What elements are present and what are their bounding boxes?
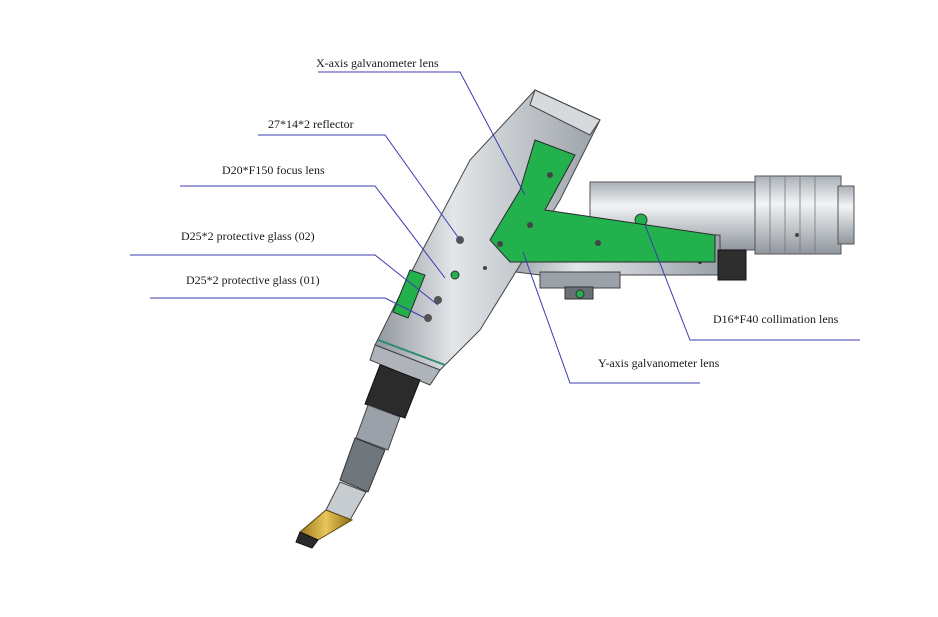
- leader-x-axis-galvo: [318, 71, 526, 196]
- nozzle-assembly: [295, 364, 421, 549]
- label-reflector: 27*14*2 reflector: [268, 117, 354, 131]
- label-x-axis-galvanometer-lens: X-axis galvanometer lens: [316, 56, 439, 70]
- leader-focus-lens: [180, 185, 446, 279]
- leader-protective-glass-02: [130, 254, 439, 306]
- leader-reflector: [258, 134, 461, 241]
- leader-protective-glass-01: [150, 297, 426, 319]
- collimator-assembly: [589, 175, 855, 255]
- handle-body: [369, 89, 716, 386]
- label-protective-glass-01: D25*2 protective glass (01): [186, 273, 320, 287]
- label-protective-glass-02: D25*2 protective glass (02): [181, 229, 315, 243]
- label-focus-lens: D20*F150 focus lens: [222, 163, 325, 177]
- leader-y-axis-galvo: [522, 251, 700, 384]
- leader-collimation-lens: [644, 224, 860, 341]
- label-collimation-lens: D16*F40 collimation lens: [713, 312, 839, 326]
- label-y-axis-galvanometer-lens: Y-axis galvanometer lens: [598, 356, 720, 370]
